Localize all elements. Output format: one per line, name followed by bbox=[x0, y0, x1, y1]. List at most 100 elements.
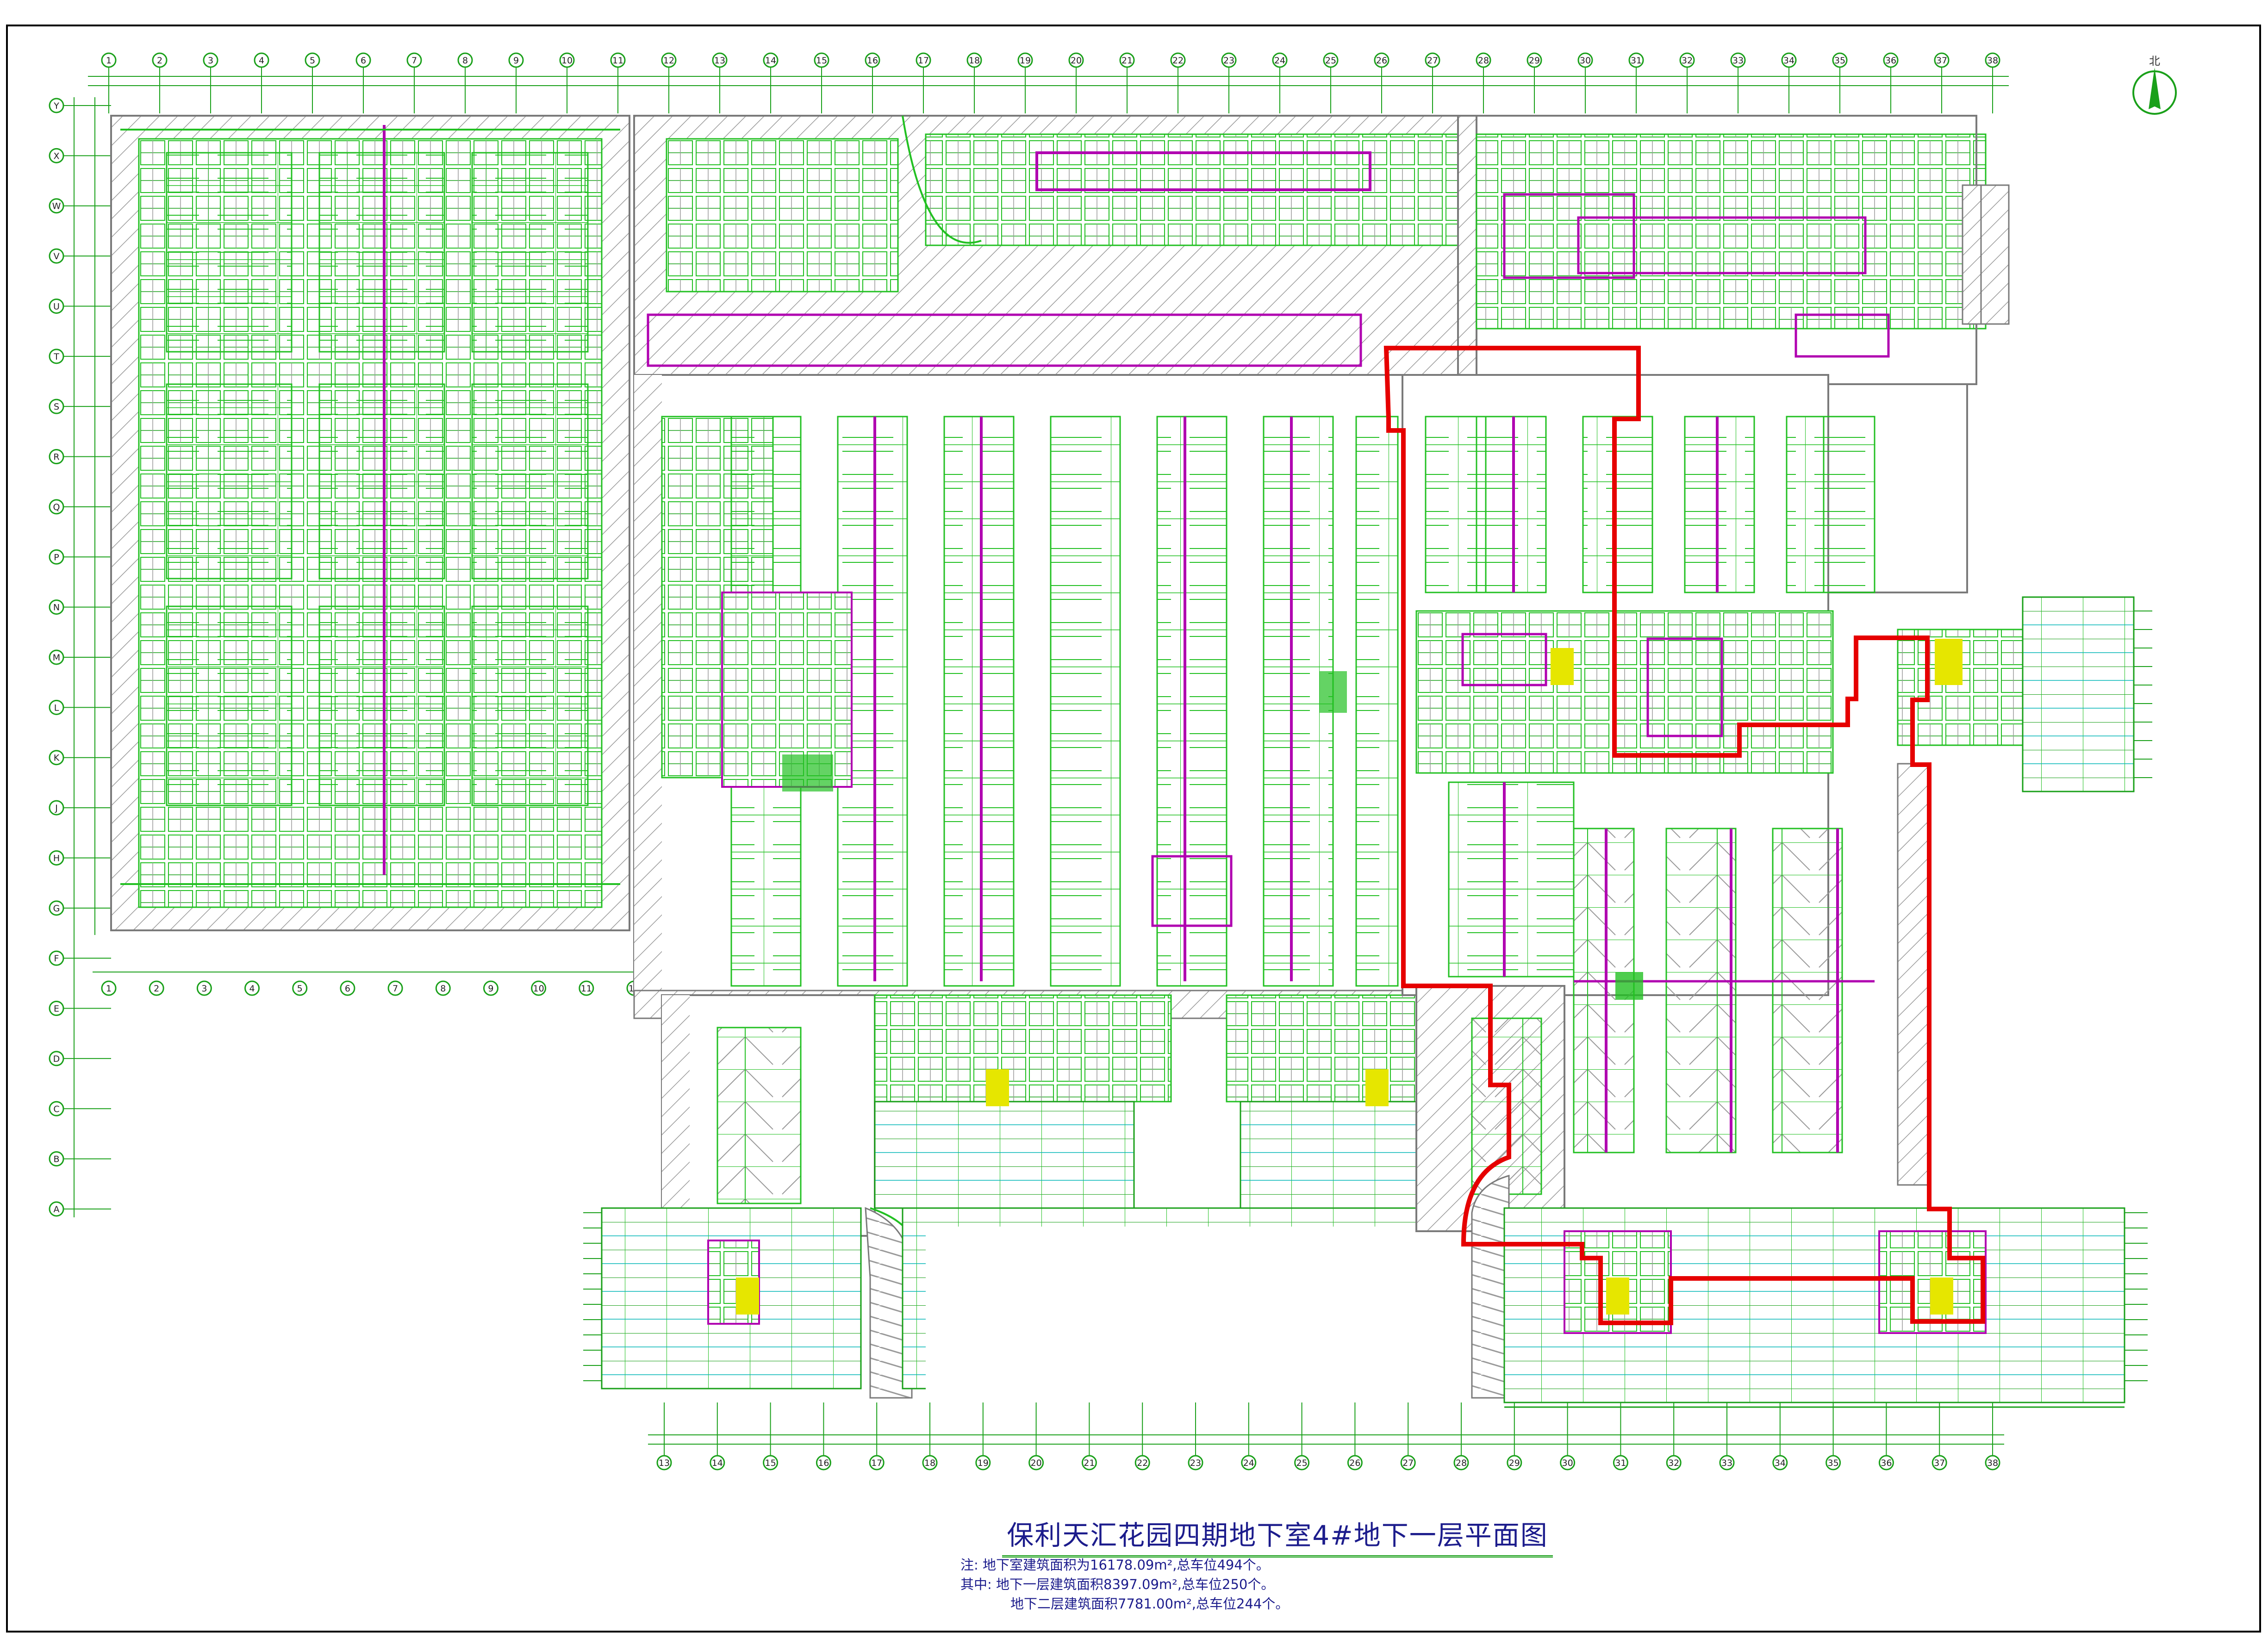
north-label: 北 bbox=[2149, 55, 2160, 68]
axis-top-22: 22 bbox=[1170, 52, 1186, 68]
axis-top-11: 11 bbox=[610, 52, 626, 68]
axis-top-label: 18 bbox=[969, 56, 980, 66]
axis-top-label: 27 bbox=[1427, 56, 1438, 66]
axis-top-label: 21 bbox=[1122, 56, 1133, 66]
axis-top-8: 8 bbox=[457, 52, 473, 68]
axis-top-36: 36 bbox=[1883, 52, 1899, 68]
axis-top-label: 30 bbox=[1580, 56, 1591, 66]
axis-bottom-25: 25 bbox=[1294, 1455, 1310, 1471]
axis-left-label: F bbox=[54, 953, 59, 964]
axis-left-label: T bbox=[53, 352, 59, 362]
axis-left-label: Q bbox=[53, 502, 60, 512]
axis-top-label: 25 bbox=[1325, 56, 1336, 66]
axis-top-label: 36 bbox=[1885, 56, 1896, 66]
axis-mid-10: 10 bbox=[531, 980, 547, 996]
axis-mid-7: 7 bbox=[387, 980, 403, 996]
axis-left-L: L bbox=[49, 699, 64, 715]
axis-mid-label: 10 bbox=[533, 984, 544, 994]
axis-mid-1: 1 bbox=[101, 980, 117, 996]
axis-bottom-label: 32 bbox=[1668, 1458, 1679, 1468]
note-total: 注: 地下室建筑面积为16178.09m²,总车位494个。 bbox=[960, 1557, 1270, 1573]
axis-bottom-28: 28 bbox=[1453, 1455, 1469, 1471]
axis-bottom-15: 15 bbox=[763, 1455, 779, 1471]
axis-top-2: 2 bbox=[152, 52, 168, 68]
axis-bottom-36: 36 bbox=[1878, 1455, 1894, 1471]
axis-top-label: 1 bbox=[106, 56, 112, 66]
axis-top-35: 35 bbox=[1832, 52, 1848, 68]
axis-top-9: 9 bbox=[508, 52, 524, 68]
axis-top-16: 16 bbox=[865, 52, 880, 68]
axis-left-label: L bbox=[54, 703, 59, 713]
note-b2: 地下二层建筑面积7781.00m²,总车位244个。 bbox=[1010, 1596, 1289, 1612]
axis-top-25: 25 bbox=[1323, 52, 1339, 68]
axis-top-27: 27 bbox=[1425, 52, 1440, 68]
axis-top-label: 34 bbox=[1783, 56, 1794, 66]
axis-left-P: P bbox=[49, 549, 64, 565]
axis-mid-label: 3 bbox=[201, 984, 207, 994]
axis-left-B: B bbox=[49, 1151, 64, 1167]
axis-bottom-label: 22 bbox=[1137, 1458, 1148, 1468]
axis-top-12: 12 bbox=[661, 52, 677, 68]
area-notes: 注: 地下室建筑面积为16178.09m²,总车位494个。 其中: 地下一层建… bbox=[960, 1555, 1331, 1614]
axis-bottom-label: 16 bbox=[818, 1458, 829, 1468]
axis-bottom-31: 31 bbox=[1613, 1455, 1628, 1471]
axis-bottom-16: 16 bbox=[816, 1455, 831, 1471]
north-service-band bbox=[633, 115, 1991, 385]
axis-top-label: 19 bbox=[1020, 56, 1031, 66]
axis-top-31: 31 bbox=[1628, 52, 1644, 68]
axis-left-F: F bbox=[49, 950, 64, 966]
axis-top-label: 14 bbox=[765, 56, 776, 66]
axis-top-1: 1 bbox=[101, 52, 117, 68]
axis-top-label: 10 bbox=[561, 56, 573, 66]
axis-top-label: 22 bbox=[1172, 56, 1184, 66]
sheet-border bbox=[6, 25, 2261, 1633]
axis-top-label: 7 bbox=[411, 56, 417, 66]
axis-top-label: 20 bbox=[1071, 56, 1082, 66]
axis-bottom-label: 38 bbox=[1987, 1458, 1998, 1468]
axis-left-Y: Y bbox=[49, 98, 64, 113]
axis-top-label: 8 bbox=[462, 56, 468, 66]
axis-left-label: K bbox=[54, 753, 60, 763]
axis-left-K: K bbox=[49, 750, 64, 766]
axis-top-label: 23 bbox=[1223, 56, 1234, 66]
axis-left-label: H bbox=[53, 853, 60, 863]
north-arrow-icon: 北 bbox=[2132, 55, 2177, 115]
drawing-title: 保利天汇花园四期地下室4#地下一层平面图 bbox=[1002, 1514, 1553, 1558]
axis-left-label: V bbox=[54, 251, 60, 262]
axis-bottom-label: 20 bbox=[1031, 1458, 1042, 1468]
axis-bottom-label: 27 bbox=[1402, 1458, 1414, 1468]
axis-top-29: 29 bbox=[1527, 52, 1542, 68]
axis-top-17: 17 bbox=[916, 52, 931, 68]
axis-bottom-35: 35 bbox=[1826, 1455, 1841, 1471]
axis-bottom-label: 25 bbox=[1296, 1458, 1308, 1468]
axis-top-28: 28 bbox=[1476, 52, 1491, 68]
axis-top-32: 32 bbox=[1679, 52, 1695, 68]
courtyard bbox=[926, 1227, 1472, 1402]
axis-top-label: 38 bbox=[1987, 56, 1998, 66]
axis-top-label: 9 bbox=[513, 56, 519, 66]
axis-mid-2: 2 bbox=[149, 980, 164, 996]
axis-bottom-label: 33 bbox=[1721, 1458, 1732, 1468]
south-east-podium bbox=[1471, 1175, 2125, 1408]
axis-bottom-label: 14 bbox=[712, 1458, 723, 1468]
axis-bottom-label: 26 bbox=[1349, 1458, 1360, 1468]
axis-top-18: 18 bbox=[966, 52, 982, 68]
axis-left-J: J bbox=[49, 800, 64, 816]
axis-top-19: 19 bbox=[1017, 52, 1033, 68]
axis-left-label: M bbox=[53, 653, 60, 663]
axis-bottom-37: 37 bbox=[1932, 1455, 1947, 1471]
axis-bottom-label: 35 bbox=[1828, 1458, 1839, 1468]
axis-top-20: 20 bbox=[1068, 52, 1084, 68]
axis-top-38: 38 bbox=[1985, 52, 2000, 68]
axis-mid-label: 1 bbox=[106, 984, 112, 994]
axis-bottom-label: 18 bbox=[924, 1458, 935, 1468]
central-parking-hall bbox=[633, 374, 1408, 1019]
axis-left-label: R bbox=[53, 452, 59, 462]
axis-bottom-13: 13 bbox=[656, 1455, 672, 1471]
axis-bottom-38: 38 bbox=[1985, 1455, 2000, 1471]
axis-left-M: M bbox=[49, 649, 64, 665]
axis-top-37: 37 bbox=[1934, 52, 1950, 68]
